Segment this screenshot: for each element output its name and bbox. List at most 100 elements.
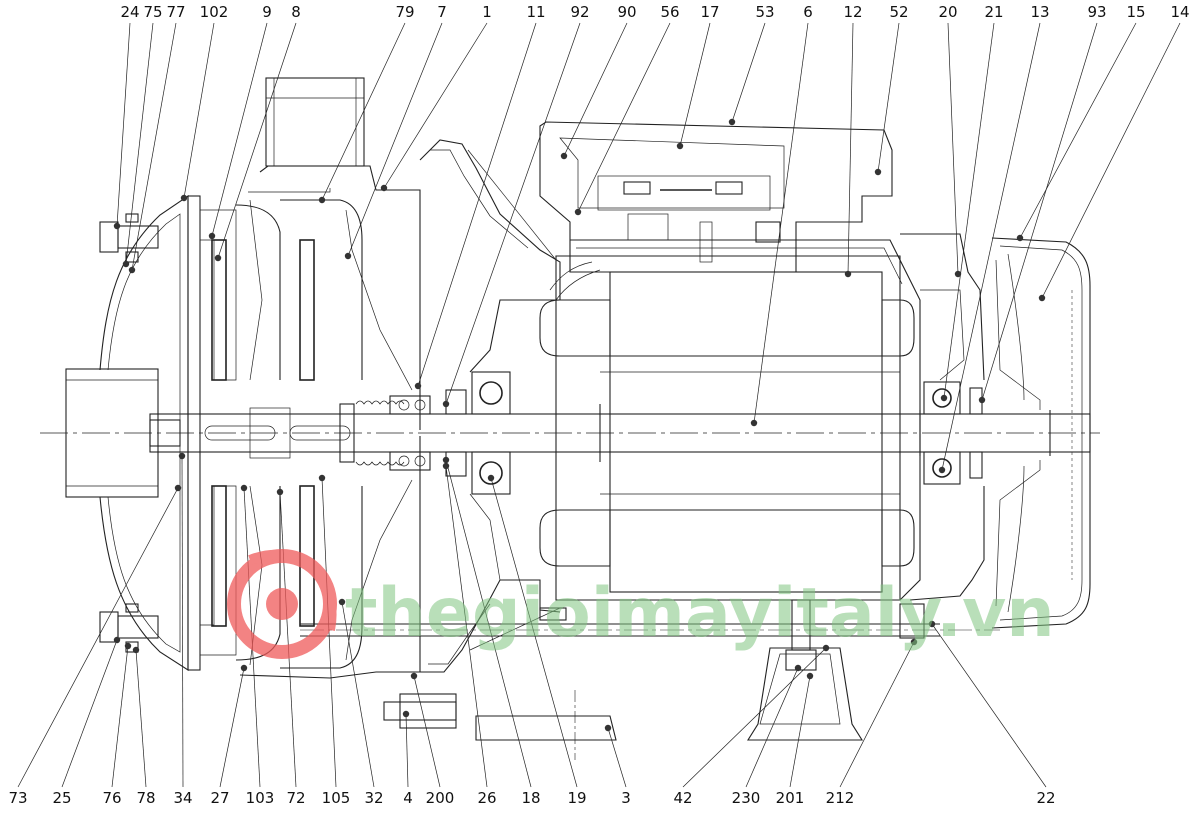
part-label-103: 103 [246, 789, 275, 807]
leader-line-4 [405, 713, 409, 788]
part-label-19: 19 [567, 789, 586, 807]
part-label-73: 73 [8, 789, 27, 807]
leader-line-6 [753, 22, 809, 424]
leader-dot-79 [318, 196, 326, 204]
part-label-56: 56 [660, 3, 679, 21]
leader-dot-14 [1038, 294, 1046, 302]
part-label-79: 79 [395, 3, 414, 21]
part-label-27: 27 [210, 789, 229, 807]
leader-dot-13 [938, 466, 946, 474]
leader-dot-4 [402, 710, 410, 718]
part-label-230: 230 [732, 789, 761, 807]
part-label-102: 102 [200, 3, 229, 21]
leader-dot-24 [113, 222, 121, 230]
part-label-105: 105 [322, 789, 351, 807]
leader-line-34 [181, 455, 184, 788]
leader-line-79 [321, 22, 406, 201]
watermark: thegioimayitaly.vn [227, 549, 1055, 659]
leader-line-12 [847, 22, 854, 275]
leader-dot-102 [180, 194, 188, 202]
leader-line-18 [445, 459, 532, 788]
leader-line-90 [563, 22, 628, 157]
leader-dot-92 [442, 400, 450, 408]
leader-line-78 [135, 649, 147, 788]
leader-dot-73 [174, 484, 182, 492]
leader-line-25 [61, 639, 118, 788]
leader-line-42 [682, 647, 827, 788]
leader-line-92 [445, 22, 581, 405]
leader-dot-42 [822, 644, 830, 652]
part-label-17: 17 [700, 3, 719, 21]
leader-dot-75 [122, 260, 130, 268]
leader-line-17 [679, 22, 711, 147]
part-label-72: 72 [286, 789, 305, 807]
part-label-53: 53 [755, 3, 774, 21]
part-label-1: 1 [482, 3, 492, 21]
part-label-25: 25 [52, 789, 71, 807]
leader-dot-93 [978, 396, 986, 404]
leader-line-20 [947, 22, 959, 275]
leader-dot-105 [318, 474, 326, 482]
watermark-text: thegioimayitaly.vn [345, 574, 1055, 653]
leader-line-26 [445, 465, 488, 788]
part-label-18: 18 [521, 789, 540, 807]
leader-dot-22 [928, 620, 936, 628]
part-label-34: 34 [173, 789, 192, 807]
leader-line-200 [413, 675, 441, 788]
part-label-15: 15 [1126, 3, 1145, 21]
leader-dots [113, 118, 1046, 732]
leader-line-9 [211, 22, 268, 237]
leader-dot-76 [124, 642, 132, 650]
leader-dot-7 [344, 252, 352, 260]
leader-line-11 [417, 22, 537, 387]
leader-dot-212 [910, 638, 918, 646]
part-label-3: 3 [621, 789, 631, 807]
leader-line-22 [931, 623, 1047, 788]
leader-line-3 [607, 727, 627, 788]
leader-dot-1 [380, 184, 388, 192]
part-label-93: 93 [1087, 3, 1106, 21]
leader-dot-18 [442, 456, 450, 464]
part-label-200: 200 [426, 789, 455, 807]
part-label-7: 7 [437, 3, 447, 21]
part-label-14: 14 [1170, 3, 1189, 21]
leader-dot-3 [604, 724, 612, 732]
leader-line-19 [490, 477, 578, 788]
leader-line-24 [116, 22, 131, 227]
part-label-13: 13 [1030, 3, 1049, 21]
leader-line-52 [877, 22, 900, 173]
part-label-26: 26 [477, 789, 496, 807]
part-label-201: 201 [776, 789, 805, 807]
leader-line-32 [341, 601, 375, 788]
part-label-75: 75 [143, 3, 162, 21]
part-label-24: 24 [120, 3, 139, 21]
part-label-92: 92 [570, 3, 589, 21]
part-label-32: 32 [364, 789, 383, 807]
leader-dot-103 [240, 484, 248, 492]
leader-dot-77 [128, 266, 136, 274]
part-label-52: 52 [889, 3, 908, 21]
leader-line-21 [943, 22, 995, 399]
part-label-20: 20 [938, 3, 957, 21]
pump-casing [65, 77, 421, 679]
leader-dot-9 [208, 232, 216, 240]
leader-dot-20 [954, 270, 962, 278]
leader-line-1 [383, 22, 488, 189]
bearings [471, 371, 983, 495]
fan-and-cover [991, 237, 1091, 629]
part-label-8: 8 [291, 3, 301, 21]
leader-dot-78 [132, 646, 140, 654]
leader-dot-32 [338, 598, 346, 606]
leader-line-13 [941, 22, 1041, 471]
part-label-76: 76 [102, 789, 121, 807]
part-label-90: 90 [617, 3, 636, 21]
leader-line-93 [981, 22, 1098, 401]
part-label-12: 12 [843, 3, 862, 21]
leader-dot-230 [794, 664, 802, 672]
leader-dot-53 [728, 118, 736, 126]
leader-line-76 [111, 645, 129, 788]
leader-dot-19 [487, 474, 495, 482]
